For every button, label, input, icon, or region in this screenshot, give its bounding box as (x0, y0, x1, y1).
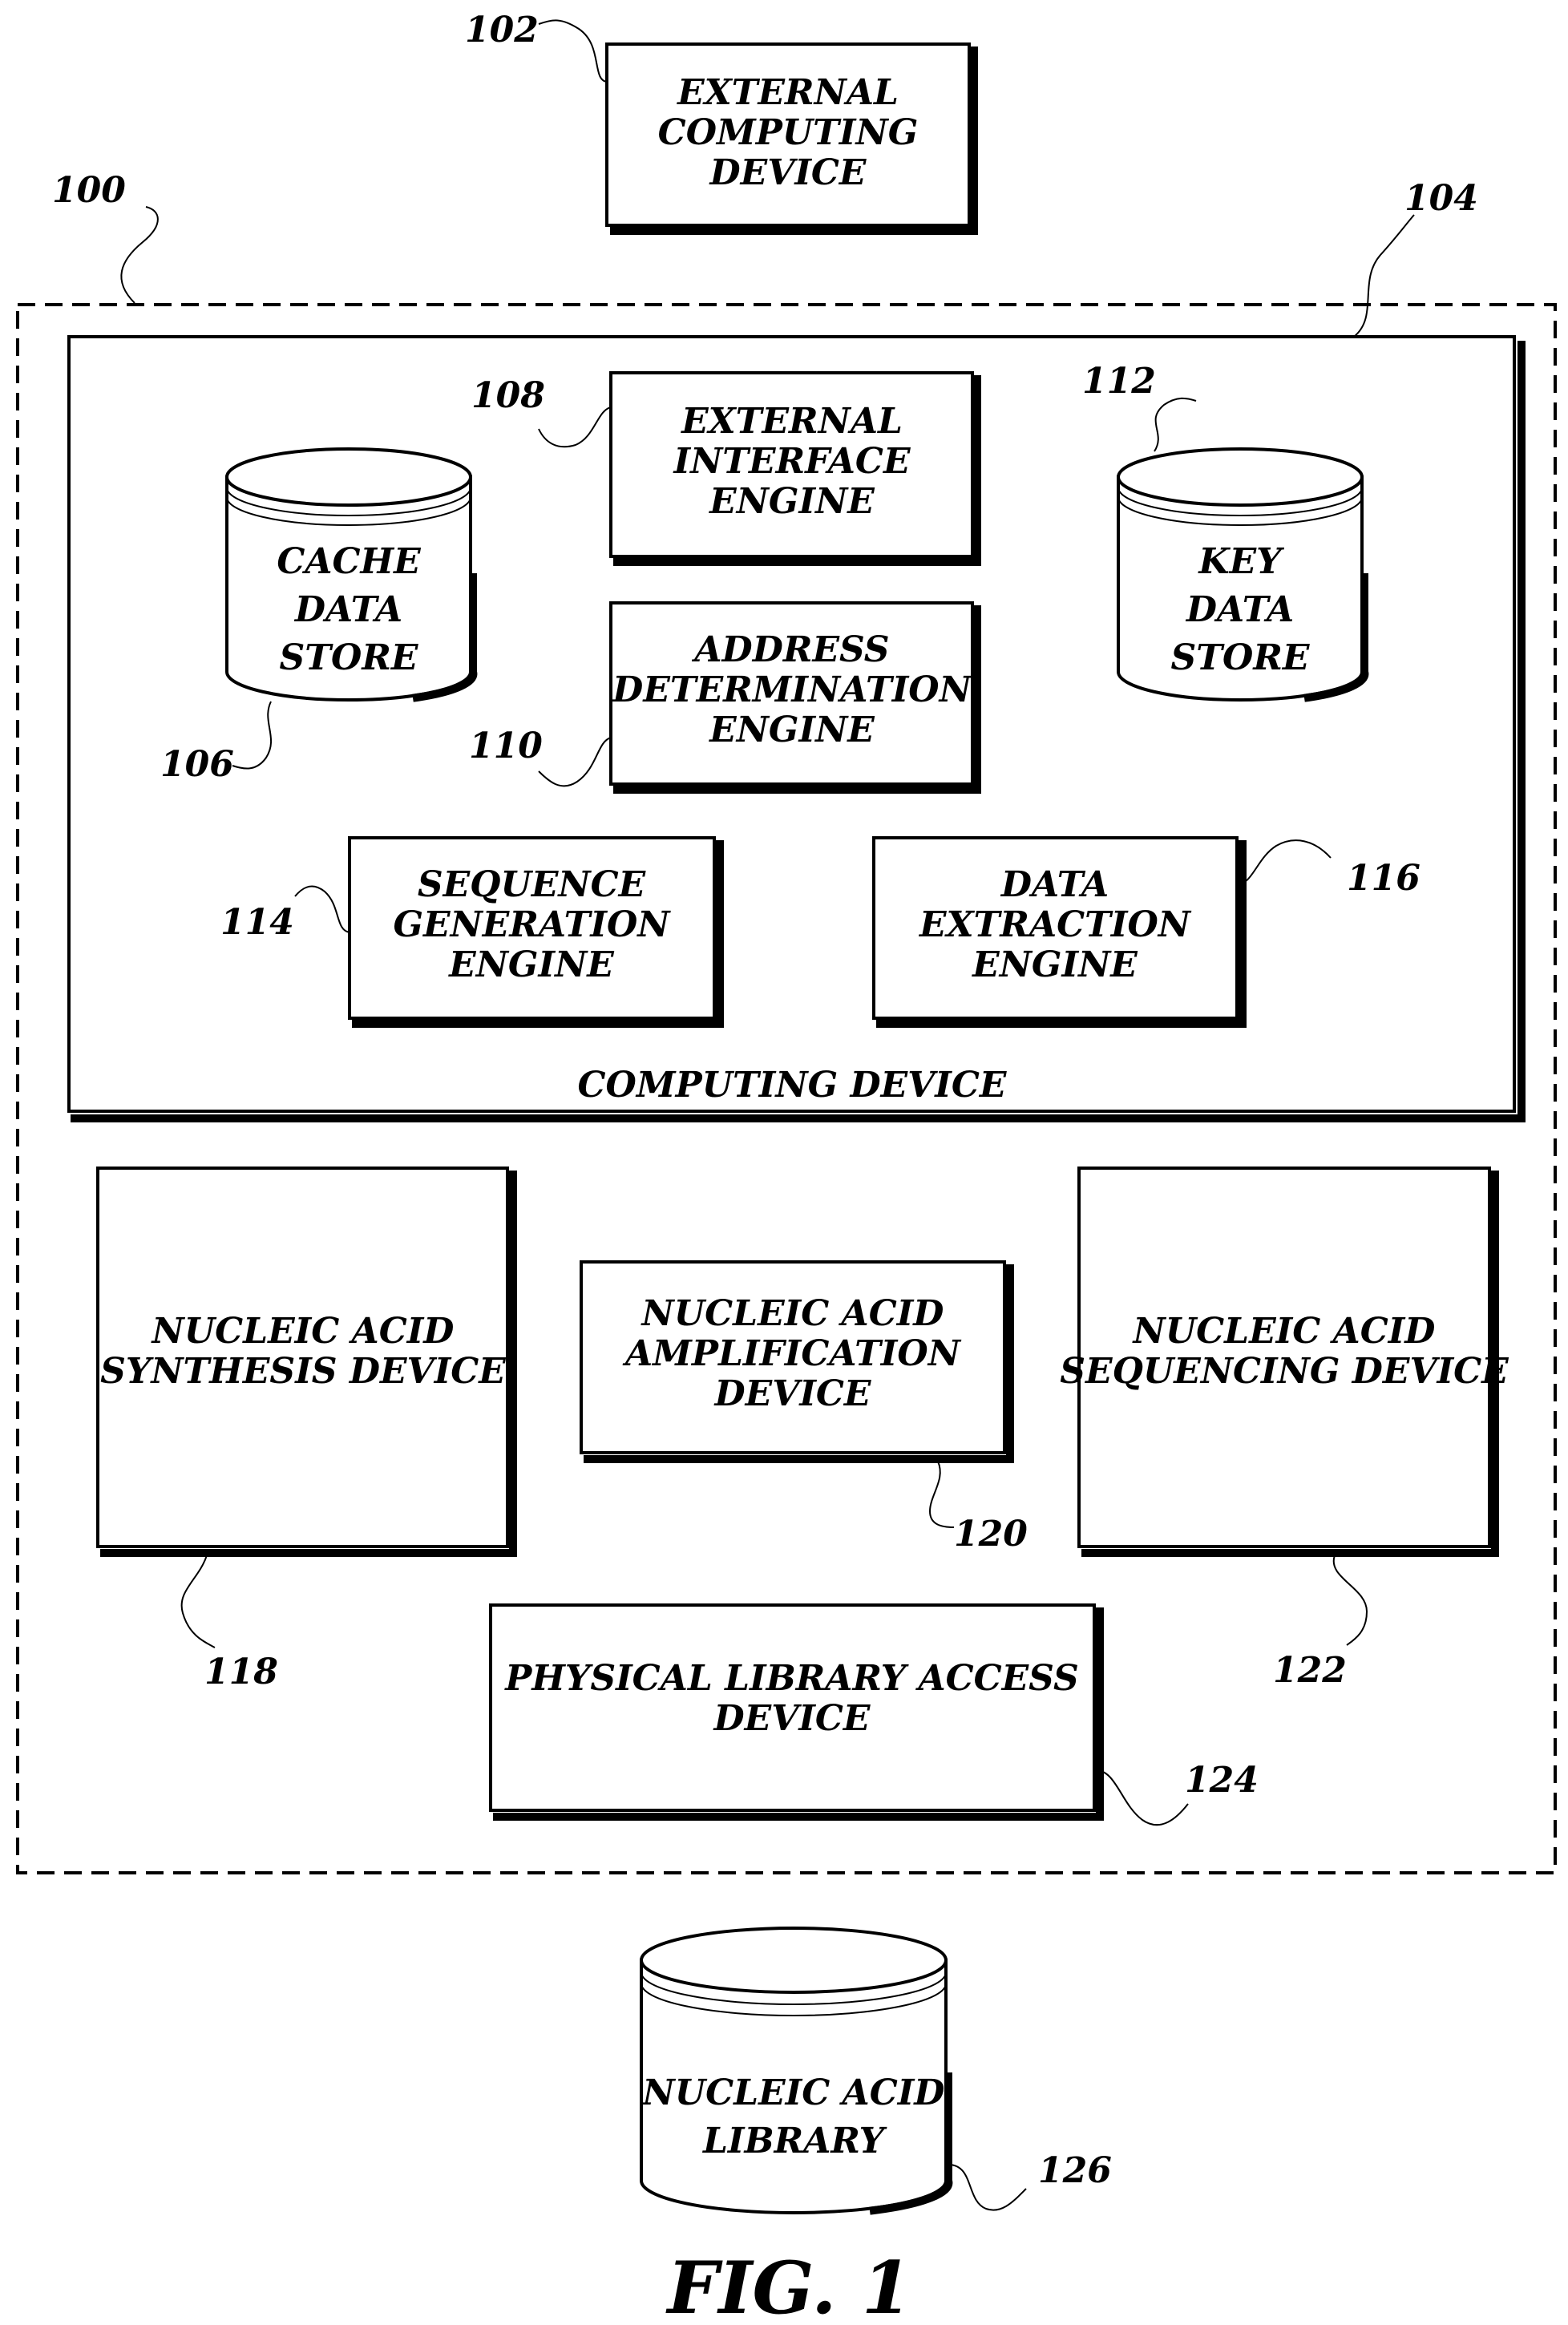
data-extraction-engine-label-2: EXTRACTION (918, 904, 1192, 945)
leader-line-126 (948, 2165, 1026, 2210)
nucleic-acid-library-label-1: NUCLEIC ACID (641, 2072, 945, 2113)
sequence-generation-engine-label-2: GENERATION (393, 904, 671, 945)
nucleic-acid-synthesis-device: NUCLEIC ACID SYNTHESIS DEVICE (98, 1168, 513, 1553)
cache-data-store-label-2: DATA (293, 589, 402, 630)
key-data-store-label-2: DATA (1185, 589, 1294, 630)
ref-114: 114 (220, 902, 294, 943)
nucleic-acid-synthesis-device-label-1: NUCLEIC ACID (151, 1311, 455, 1352)
nucleic-acid-synthesis-device-label-2: SYNTHESIS DEVICE (100, 1351, 507, 1392)
leader-line-100 (121, 207, 158, 303)
external-interface-engine-label-2: INTERFACE (672, 441, 911, 482)
ref-108: 108 (471, 375, 545, 416)
external-interface-engine-label-3: ENGINE (708, 481, 875, 522)
key-data-store-label-1: KEY (1197, 541, 1284, 582)
ref-118: 118 (204, 1652, 278, 1692)
data-extraction-engine: DATA EXTRACTION ENGINE (874, 838, 1243, 1024)
ref-100: 100 (52, 170, 126, 211)
leader-line-124 (1094, 1770, 1188, 1825)
nucleic-acid-amplification-device-label-3: DEVICE (713, 1373, 872, 1414)
sequence-generation-engine-label-1: SEQUENCE (418, 864, 647, 905)
ref-104: 104 (1404, 178, 1478, 219)
leader-line-102 (539, 20, 607, 82)
leader-line-122 (1334, 1555, 1367, 1645)
external-interface-engine: EXTERNAL INTERFACE ENGINE (611, 373, 977, 562)
external-interface-engine-label-1: EXTERNAL (680, 401, 903, 442)
nucleic-acid-amplification-device-label-1: NUCLEIC ACID (641, 1293, 944, 1334)
nucleic-acid-library: NUCLEIC ACID LIBRARY (641, 1928, 949, 2213)
address-determination-engine-label-2: DETERMINATION (611, 669, 972, 710)
external-computing-device-label-3: DEVICE (709, 152, 867, 193)
ref-116: 116 (1347, 858, 1420, 899)
data-extraction-engine-label-1: DATA (1000, 864, 1109, 905)
key-data-store-label-3: STORE (1171, 637, 1311, 678)
ref-126: 126 (1038, 2150, 1112, 2191)
physical-library-access-device: PHYSICAL LIBRARY ACCESS DEVICE (491, 1605, 1100, 1817)
cache-data-store-label-1: CACHE (277, 541, 422, 582)
external-computing-device: EXTERNAL COMPUTING DEVICE (607, 44, 974, 231)
leader-line-120 (930, 1462, 954, 1527)
sequence-generation-engine-label-3: ENGINE (447, 944, 615, 985)
address-determination-engine: ADDRESS DETERMINATION ENGINE (611, 603, 977, 790)
external-computing-device-label-1: EXTERNAL (676, 72, 899, 113)
address-determination-engine-label-3: ENGINE (708, 710, 875, 750)
nucleic-acid-sequencing-device-label-1: NUCLEIC ACID (1132, 1311, 1436, 1352)
nucleic-acid-library-label-2: LIBRARY (701, 2121, 887, 2161)
computing-device-label: COMPUTING DEVICE (578, 1065, 1008, 1106)
figure-title: FIG. 1 (665, 2246, 912, 2325)
nucleic-acid-sequencing-device-label-2: SEQUENCING DEVICE (1060, 1351, 1509, 1392)
nucleic-acid-sequencing-device: NUCLEIC ACID SEQUENCING DEVICE (1060, 1168, 1509, 1553)
physical-library-access-device-label-1: PHYSICAL LIBRARY ACCESS (503, 1658, 1079, 1699)
key-data-store: KEY DATA STORE (1118, 449, 1364, 700)
physical-library-access-device-label-2: DEVICE (713, 1698, 871, 1739)
ref-124: 124 (1185, 1760, 1259, 1801)
data-extraction-engine-label-3: ENGINE (971, 944, 1138, 985)
ref-122: 122 (1273, 1650, 1347, 1691)
leader-line-118 (182, 1555, 215, 1648)
ref-110: 110 (469, 726, 543, 766)
address-determination-engine-label-1: ADDRESS (691, 629, 889, 670)
leader-line-104 (1354, 215, 1414, 337)
nucleic-acid-amplification-device: NUCLEIC ACID AMPLIFICATION DEVICE (581, 1262, 1010, 1459)
nucleic-acid-amplification-device-label-2: AMPLIFICATION (622, 1333, 962, 1374)
cache-data-store: CACHE DATA STORE (227, 449, 473, 700)
sequence-generation-engine: SEQUENCE GENERATION ENGINE (350, 838, 720, 1024)
cache-data-store-label-3: STORE (280, 637, 419, 678)
external-computing-device-label-2: COMPUTING (658, 112, 919, 153)
ref-120: 120 (954, 1514, 1028, 1555)
ref-112: 112 (1082, 361, 1156, 402)
ref-102: 102 (465, 10, 539, 51)
ref-106: 106 (160, 744, 234, 785)
